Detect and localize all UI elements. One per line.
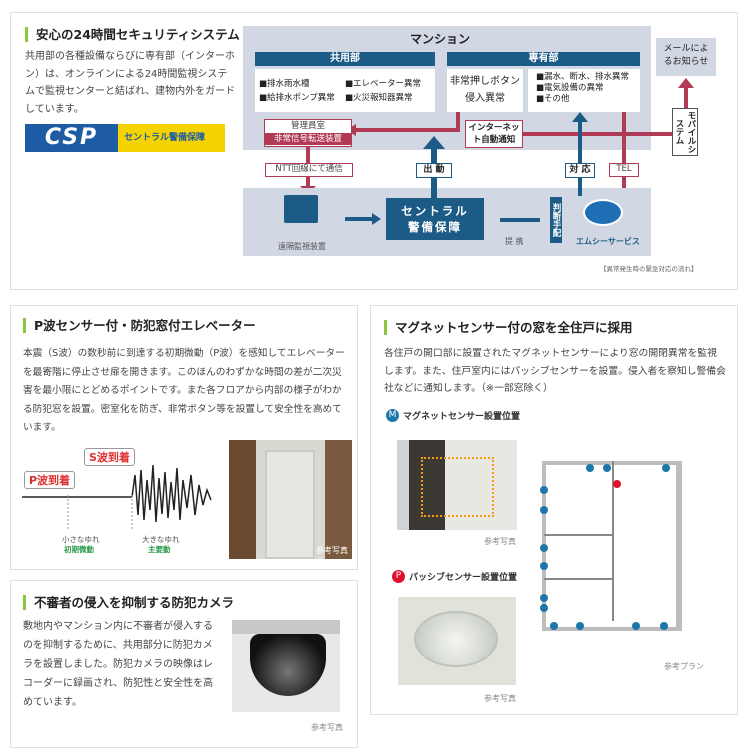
elevator-door	[265, 450, 315, 559]
partner-arrow	[500, 218, 540, 222]
passive-sensor-photo	[398, 597, 516, 685]
magnet-marker	[576, 622, 584, 630]
camera-dome	[250, 634, 326, 696]
camera-title: 不審者の侵入を抑制する防犯カメラ	[23, 595, 234, 610]
respond-line	[578, 120, 582, 196]
private-item: ■漏水、断水、排水異常	[536, 72, 630, 82]
csp-logo-name: セントラル警備保障	[118, 124, 225, 152]
magnet-marker	[660, 622, 668, 630]
passive-p-icon: P	[392, 570, 405, 583]
main-tremor-label: 主要動	[148, 545, 171, 554]
tel-line	[622, 112, 626, 194]
magnet-marker	[540, 604, 548, 612]
magnet-highlight	[421, 457, 494, 517]
emergency-button-text: 非常押しボタン	[450, 76, 520, 87]
magnet-marker	[632, 622, 640, 630]
private-item: ■その他	[536, 94, 570, 104]
magnet-photo-caption: 参考写真	[484, 537, 516, 546]
private-buttons: 非常押しボタン 侵入異常	[447, 69, 523, 112]
remote-monitor-label: 遠隔監視装置	[278, 242, 326, 251]
elevator-photo-caption: 参考写真	[316, 546, 348, 555]
magnet-legend-label: マグネットセンサー設置位置	[403, 412, 521, 422]
magnet-marker	[662, 464, 670, 472]
magnet-marker	[540, 562, 548, 570]
magnet-title: マグネットセンサー付の窓を全住戸に採用	[384, 320, 633, 335]
small-shake-label: 小さなゆれ	[62, 535, 100, 544]
mobile-system-box: モバイルシステム	[672, 108, 698, 156]
plan-room-line	[544, 578, 612, 580]
plan-inner-wall	[612, 461, 614, 621]
security-body: 共用部の各種設備ならびに専有部（インターホン）は、オンラインによる24時間監視シ…	[25, 51, 236, 115]
common-header: 共用部	[255, 52, 435, 66]
manager-room-label: 管理員室	[290, 121, 325, 131]
central-box: セントラル警備保障	[386, 198, 484, 240]
mail-arrow-icon	[678, 78, 694, 88]
camera-photo	[232, 620, 340, 712]
camera-body: 敷地内やマンション内に不審者が侵入するのを抑制するために、共用部分に防犯カメラを…	[23, 621, 214, 708]
seismic-wave-graph	[22, 464, 212, 530]
plan-room-line	[544, 534, 612, 536]
s-wave-label: S波到着	[84, 448, 135, 466]
to-manager-line	[355, 128, 460, 132]
p-wave-label: P波到着	[24, 471, 76, 489]
diagram-caption: 【異常発生時の緊急対応の流れ】	[600, 265, 698, 273]
magnet-m-icon: M	[386, 409, 399, 422]
magnet-marker	[540, 506, 548, 514]
magnet-marker	[586, 464, 594, 472]
csp-logo-mark: CSP	[25, 124, 118, 152]
private-header: 専有部	[447, 52, 640, 66]
magnet-legend: M マグネットセンサー設置位置	[386, 409, 520, 422]
passive-photo-caption: 参考写真	[484, 694, 516, 703]
private-item: ■電気設備の異常	[536, 83, 604, 93]
transmitter-label: 非常信号転送装置	[265, 133, 351, 145]
magnet-marker	[603, 464, 611, 472]
large-shake-label: 大きなゆれ	[142, 535, 180, 544]
magnet-marker	[540, 544, 548, 552]
magnet-body: 各住戸の開口部に設置されたマグネットセンサーにより窓の開閉異常を監視します。また…	[384, 348, 726, 394]
passive-legend-label: パッシブセンサー設置位置	[409, 573, 518, 583]
dispatch-arrow-icon	[423, 136, 445, 149]
elevator-photo: 参考写真	[229, 440, 352, 559]
mansion-label: マンション	[410, 32, 471, 46]
common-items: ■排水雨水槽 ■エレベーター異常 ■給排水ポンプ異常 ■火災報知器異常	[255, 69, 435, 112]
camera-photo-caption: 参考写真	[311, 723, 343, 732]
magnet-marker	[540, 486, 548, 494]
respond-box: 対 応	[565, 163, 595, 178]
button-line	[456, 112, 460, 132]
dispatch-box: 出 動	[416, 163, 452, 178]
partner-label: 提 携	[505, 237, 524, 246]
common-item: ■エレベーター異常	[345, 79, 422, 89]
magnet-marker	[550, 622, 558, 630]
magnet-photo	[397, 440, 517, 530]
computer-icon	[284, 195, 318, 223]
floor-plan	[540, 436, 704, 650]
elevator-title: P波センサー付・防犯窓付エレベーター	[23, 318, 256, 333]
internet-line	[520, 132, 686, 136]
common-item: ■火災報知器異常	[345, 93, 413, 103]
plan-caption: 参考プラン	[664, 662, 704, 671]
magnet-marker	[540, 594, 548, 602]
elevator-body: 本震（S波）の数秒前に到達する初期微動（P波）を感知してエレベーターを最寄階に停…	[23, 348, 345, 433]
mail-box: メールによるお知らせ	[656, 38, 716, 76]
security-title: 安心の24時間セキュリティシステム	[25, 27, 240, 42]
ntt-box: NTT回線にて通信	[265, 163, 353, 177]
common-item: ■給排水ポンプ異常	[259, 93, 335, 103]
mc-service-label: エムシーサービス	[576, 237, 640, 246]
internet-notice-box: インターネット自動通知	[465, 120, 523, 148]
judge-box: 判断手配	[550, 197, 562, 243]
initial-tremor-label: 初期微動	[64, 545, 94, 554]
tel-box: TEL	[609, 163, 639, 177]
csp-logo: CSP セントラル警備保障	[25, 124, 225, 152]
remote-to-center-arrow	[345, 217, 373, 221]
passive-marker	[613, 480, 621, 488]
common-item: ■排水雨水槽	[259, 79, 310, 89]
manager-room: 管理員室 非常信号転送装置	[264, 119, 352, 147]
respond-arrow-icon	[572, 112, 588, 122]
mc-service-logo	[583, 199, 623, 226]
private-items: ■漏水、断水、排水異常 ■電気設備の異常 ■その他	[528, 69, 640, 112]
arrow-right-icon	[372, 213, 381, 225]
passive-legend: P パッシブセンサー設置位置	[392, 570, 517, 583]
intrusion-text: 侵入異常	[465, 93, 505, 104]
passive-sensor	[414, 611, 498, 667]
